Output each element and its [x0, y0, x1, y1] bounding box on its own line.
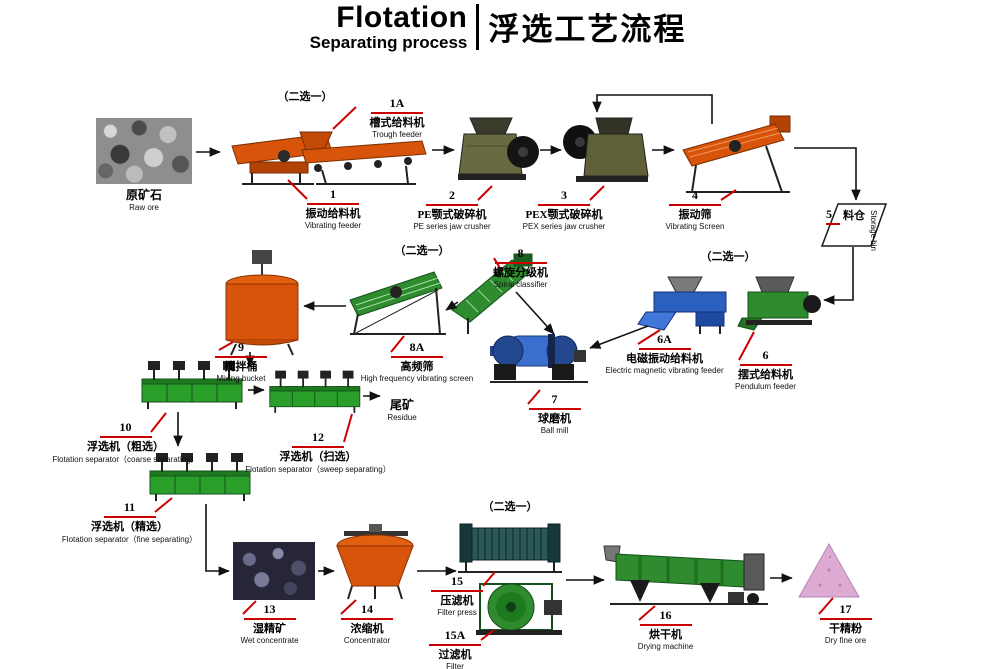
label-en: Raw ore — [129, 203, 159, 212]
label-vibrating-screen: 4 振动筛 Vibrating Screen — [665, 188, 725, 231]
title-main: Flotation — [336, 1, 468, 34]
choose-one-feeders-mid: （二选一） — [700, 251, 756, 263]
raw-ore-photo — [96, 118, 192, 184]
label-em-feeder: 6A 电磁振动给料机 Electric magnetic vibrating f… — [605, 332, 724, 375]
high-frequency-screen-graphic — [349, 271, 446, 335]
label-pendulum-feeder: 6 摆式给料机 Pendulum feeder — [735, 348, 796, 391]
label-raw-ore: 原矿石 Raw ore — [96, 186, 192, 212]
label-dry-fine: 17 干精粉 Dry fine ore — [788, 600, 903, 645]
flow-arrows — [173, 94, 861, 585]
label-flotation-coarse: 10 浮选机（粗选） Flotation separator（coarse se… — [52, 420, 199, 464]
label-pe-crusher: 2 PE颚式破碎机 PE series jaw crusher — [413, 188, 491, 231]
mixing-bucket-graphic — [225, 250, 299, 356]
arrow-fine-wetconc — [205, 504, 230, 576]
dry-fine-ore-graphic — [798, 542, 860, 598]
label-trough-feeder: 1A 槽式给料机 Trough feeder — [369, 96, 425, 139]
choose-one-classifier: （二选一） — [394, 245, 450, 257]
pendulum-feeder-graphic — [737, 276, 821, 331]
label-vibrating-feeder: 1 振动给料机 Vibrating feeder — [304, 187, 362, 230]
label-spiral-classifier: 8 螺旋分级机 Spiral classifier — [493, 246, 548, 289]
label-number: 1A — [371, 96, 423, 114]
storage-bin-graphic — [820, 203, 888, 247]
label-storage-bin: 5 料仓 — [826, 207, 865, 225]
dryer-graphic — [603, 545, 768, 605]
label-hf-screen: 8A 高频筛 High frequency vibrating screen — [360, 340, 474, 383]
filter-graphic — [476, 583, 562, 635]
label-flotation-fine: 11 浮选机（精选） Flotation separator（fine sepa… — [61, 500, 198, 544]
wet-concentrate-photo — [233, 542, 315, 600]
pex-jaw-crusher-graphic — [563, 117, 649, 182]
concentrator-graphic — [336, 524, 414, 600]
vibrating-screen-graphic — [682, 115, 791, 193]
title-english: Flotation Separating process — [310, 2, 468, 51]
arrow-screen-recycle — [592, 94, 713, 124]
electromagnetic-feeder-graphic — [637, 276, 727, 334]
label-flotation-sweep: 12 浮选机（扫选） Flotation separator（sweep sep… — [245, 430, 391, 474]
label-pex-crusher: 3 PEX颚式破碎机 PEX series jaw crusher — [522, 188, 606, 231]
label-zh: 原矿石 — [125, 188, 162, 202]
spiral-classifier-graphic — [451, 253, 533, 334]
label-filter: 15A 过滤机 Filter — [410, 626, 500, 669]
label-residue: 尾矿 Residue — [387, 398, 417, 422]
title-sub: Separating process — [309, 32, 468, 52]
label-dryer: 16 烘干机 Drying machine — [637, 608, 694, 651]
arrow-feeder-ballmill — [589, 325, 649, 349]
arrow-bin-feeders — [823, 247, 854, 305]
title-chinese: 浮选工艺流程 — [488, 12, 687, 48]
label-mixing-bucket: 9 搅拌桶 Mixing bucket — [215, 340, 267, 383]
ball-mill-graphic — [490, 334, 588, 383]
page-title: Flotation Separating process 浮选工艺流程 — [0, 2, 996, 51]
label-storage-bin-en: Storage bin — [869, 210, 878, 251]
arrow-screen-bin — [794, 147, 861, 201]
label-ball-mill: 7 球磨机 Ball mill — [512, 390, 597, 435]
title-divider — [476, 3, 480, 50]
arrow-classifier-hfscreen — [445, 300, 459, 311]
label-filter-press: 15 压滤机 Filter press — [412, 572, 502, 617]
choose-one-feeders-top: （二选一） — [277, 91, 333, 103]
trough-feeder-graphic — [299, 131, 427, 185]
filter-press-graphic — [458, 523, 562, 573]
leader-lines — [150, 106, 834, 641]
arrow-classifier-ballmill — [515, 291, 555, 335]
label-wet-concentrate: 13 湿精矿 Wet concentrate — [240, 602, 299, 645]
choose-one-filters: （二选一） — [482, 501, 538, 513]
label-concentrator: 14 浓缩机 Concentrator — [312, 600, 422, 645]
pe-jaw-crusher-graphic — [458, 117, 539, 180]
